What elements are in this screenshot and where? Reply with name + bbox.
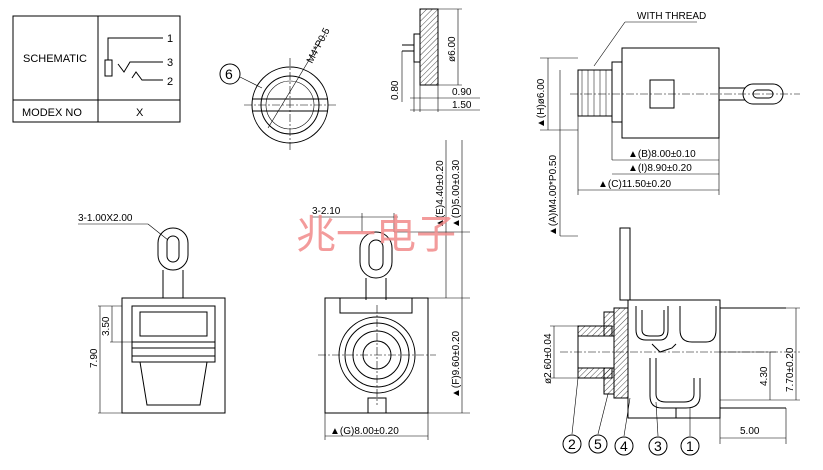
pin-1-label: 1 — [167, 33, 173, 45]
section-430-dim: 4.30 — [759, 366, 770, 386]
section-callout-3: 3 — [654, 438, 662, 454]
nut-090-dim: 0.90 — [452, 87, 472, 98]
section-callout-2: 2 — [568, 436, 576, 452]
modex-no-label: MODEX NO — [22, 107, 82, 119]
side-i-dim: ▲(I)8.90±0.20 — [628, 163, 692, 174]
side-a-dim: ▲(A)M4.00*P0.50 — [548, 155, 559, 236]
schematic-label: SCHEMATIC — [23, 53, 87, 65]
side-h-dim: ▲(H)ø6.00 — [536, 78, 547, 128]
pin-3-label: 3 — [167, 57, 173, 69]
section-callout-4: 4 — [620, 438, 628, 454]
center-e-dim: ▲(E)4.40±0.20 — [435, 160, 446, 228]
modex-no-value: X — [136, 107, 144, 119]
center-f-dim: ▲(F)9.60±0.20 — [451, 330, 462, 398]
section-view: ø2.60±0.04 4.30 7.70±0.20 5.00 2 5 4 3 1 — [543, 227, 800, 456]
center-210-dim: 3-2.10 — [312, 206, 341, 217]
slot-dim: 3-1.00X2.00 — [78, 213, 133, 224]
front-view: 6 M4*P0.5 — [219, 26, 336, 152]
schematic-table: SCHEMATIC MODEX NO X 1 3 2 — [12, 15, 181, 123]
center-view: 3-2.10 ▲(E)4.40±0.20 ▲(D)5.00±0.30 ▲(F)9… — [312, 140, 470, 440]
side-view: WITH THREAD ▲(H)ø6.00 ▲(A)M4.00*P0.50 — [536, 11, 800, 237]
left-view: 3-1.00X2.00 3.50 7.90 — [78, 213, 226, 414]
nut-view: ø6.00 0.80 0.90 1.50 — [390, 8, 480, 112]
section-callout-1: 1 — [686, 438, 694, 454]
nut-150-dim: 1.50 — [452, 100, 472, 111]
nut-dia-dim: ø6.00 — [447, 36, 458, 62]
side-b-dim: ▲(B)8.00±0.10 — [628, 149, 696, 160]
callout-6: 6 — [225, 66, 233, 82]
thread-label: M4*P0.5 — [305, 26, 333, 65]
section-770-dim: 7.70±0.20 — [785, 347, 796, 392]
left-350-dim: 3.50 — [101, 316, 112, 336]
callout-6-circle — [219, 63, 241, 85]
section-500-dim: 5.00 — [740, 426, 760, 437]
section-callout-5: 5 — [594, 436, 602, 452]
nut-080-dim: 0.80 — [390, 80, 401, 100]
center-g-dim: ▲(G)8.00±0.20 — [330, 426, 399, 437]
side-c-dim: ▲(C)11.50±0.20 — [598, 179, 671, 190]
left-790-dim: 7.90 — [89, 348, 100, 368]
watermark-text: 兆一电子 — [296, 212, 456, 258]
pin-2-label: 2 — [167, 76, 173, 88]
with-thread-note: WITH THREAD — [637, 11, 706, 22]
section-dia-dim: ø2.60±0.04 — [543, 333, 554, 384]
center-d-dim: ▲(D)5.00±0.30 — [451, 159, 462, 228]
jack-schematic-symbol — [104, 37, 163, 81]
